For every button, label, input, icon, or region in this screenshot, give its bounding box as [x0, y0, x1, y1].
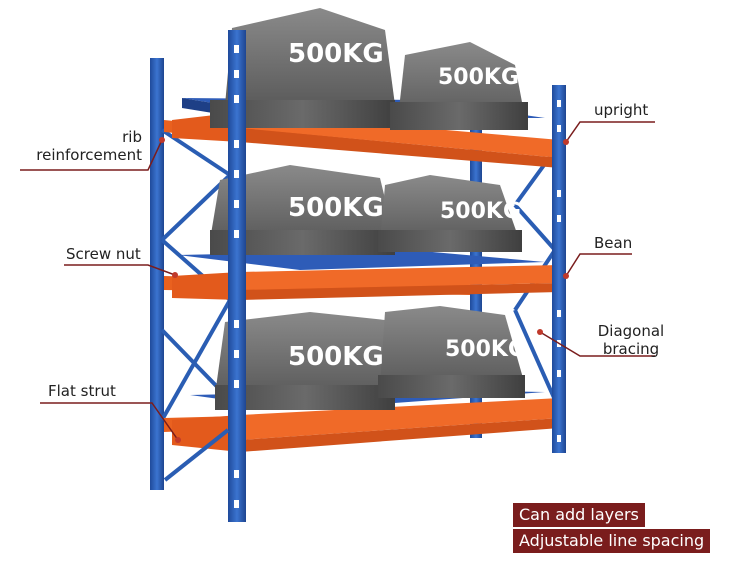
bean-label: Bean — [594, 234, 633, 252]
weight-label-2: 500KG — [438, 65, 519, 90]
upright-label: upright — [594, 101, 649, 119]
weight-block-2 — [390, 42, 528, 130]
front-left-upright — [228, 30, 246, 522]
upright-holes — [234, 45, 561, 508]
front-right-upright — [552, 85, 566, 453]
badge-add-layers: Can add layers — [513, 503, 645, 527]
back-left-upright — [150, 58, 164, 490]
rib-label-line1: rib — [122, 128, 142, 146]
diagonal-bracing-label: Diagonal bracing — [586, 322, 676, 358]
weight-block-3 — [210, 165, 395, 255]
weight-block-5 — [215, 312, 395, 410]
weight-label-3: 500KG — [288, 193, 384, 223]
rib-label-line2: reinforcement — [36, 146, 142, 164]
callout-lines — [20, 121, 655, 441]
diagonal-label-line2: bracing — [602, 340, 660, 358]
weight-block-1 — [210, 8, 395, 128]
badge-adjustable-spacing: Adjustable line spacing — [513, 529, 711, 553]
weight-block-6 — [378, 306, 525, 398]
diagonal-label-line1: Diagonal — [597, 322, 665, 340]
front-left-base-bracing — [163, 428, 230, 482]
weight-label-4: 500KG — [440, 199, 521, 224]
weight-label-6: 500KG — [445, 337, 526, 362]
callout-dots — [159, 137, 569, 443]
flat-strut-label: Flat strut — [48, 382, 116, 400]
weight-block-4 — [378, 175, 522, 252]
screw-nut-label: Screw nut — [66, 245, 141, 263]
rib-reinforcement-label: rib reinforcement — [22, 128, 142, 164]
weight-label-5: 500KG — [288, 342, 384, 372]
weight-label-1: 500KG — [288, 39, 384, 69]
